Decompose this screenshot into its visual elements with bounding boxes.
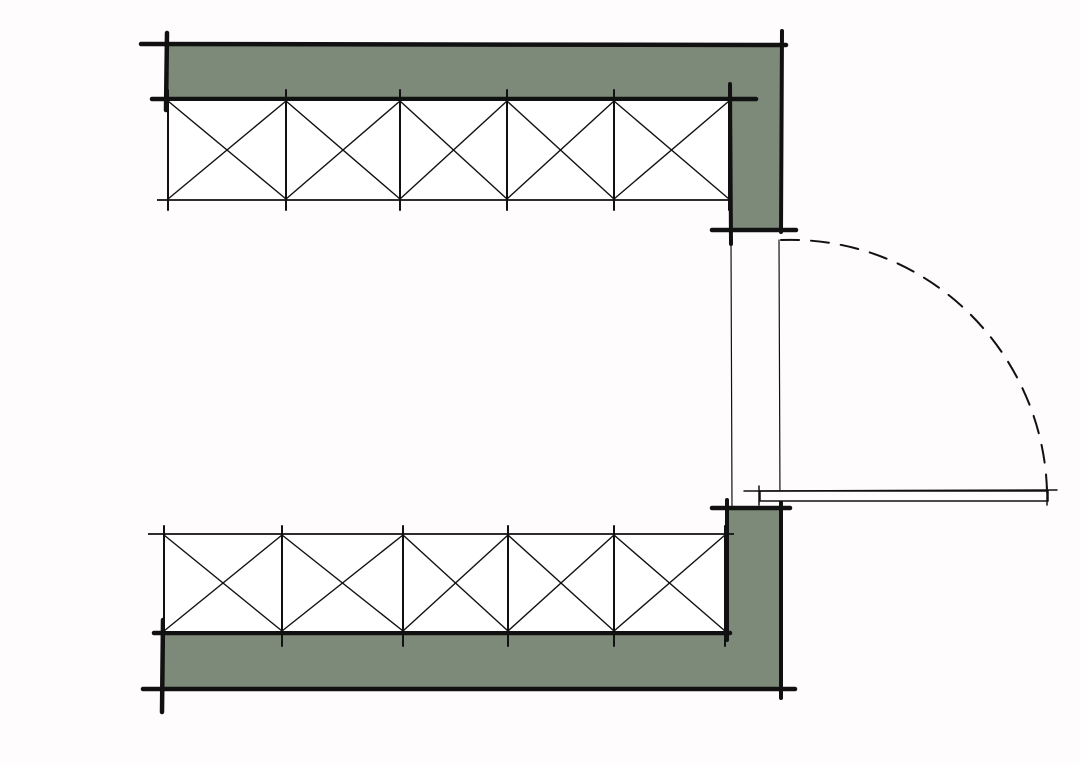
upper-wall-fill: [167, 45, 782, 230]
upper-shelving-bay-brace: [399, 100, 508, 200]
upper-shelving-unit: [157, 89, 732, 211]
upper-shelving-bay-brace: [613, 100, 730, 200]
upper-wall-outer-line: [138, 41, 789, 48]
lower-wall: [140, 498, 798, 715]
lower-shelving-bay-brace: [163, 534, 283, 632]
lower-shelving-bay-brace: [402, 534, 509, 632]
lower-shelving-bay-brace: [613, 534, 726, 632]
upper-wall: [138, 29, 799, 246]
lower-shelving-body: [164, 535, 725, 631]
door-swing-arc: [780, 238, 1048, 493]
upper-shelving-bay-brace: [167, 100, 287, 200]
door-leaf-extension-line: [743, 489, 1058, 492]
door: [730, 238, 1058, 509]
upper-shelving-body: [168, 101, 729, 199]
upper-wall-jamb-outer: [779, 29, 784, 234]
upper-shelving-bay-brace: [285, 100, 401, 200]
door-opening-line-left: [730, 239, 733, 509]
lower-shelving-bay-brace: [507, 534, 615, 632]
lower-shelving-unit: [148, 525, 734, 647]
door-opening-line-right: [778, 239, 781, 507]
upper-shelving-bay-brace: [506, 100, 615, 200]
lower-wall-left-end-line: [159, 617, 166, 715]
door-leaf: [759, 490, 1049, 502]
lower-wall-fill: [163, 508, 781, 689]
lower-shelving-bay-brace: [281, 534, 404, 632]
upper-wall-jamb-inner: [728, 82, 733, 246]
